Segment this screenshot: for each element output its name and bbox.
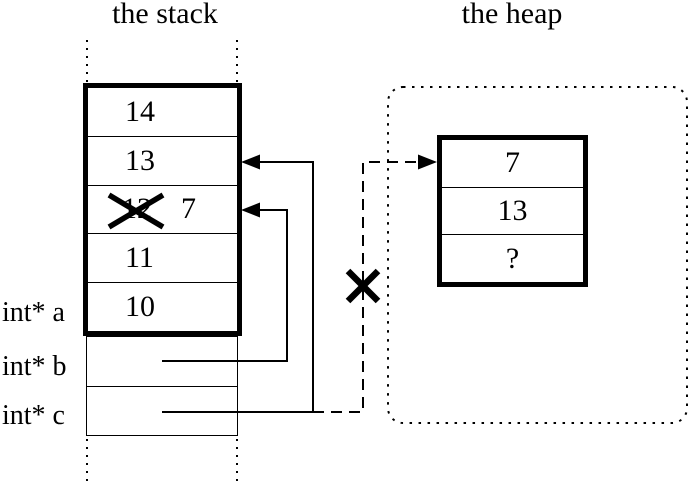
heap-cell-row: 7	[442, 140, 583, 187]
pointer-c-cell	[87, 387, 237, 436]
stack-frame-box: 14 13 12 7 11 10	[83, 83, 242, 336]
stack-cell-value: 10	[125, 290, 155, 324]
dangling-pointer-dashed-arrow	[313, 154, 437, 413]
stack-cell-row: 11	[88, 233, 237, 282]
pointer-b-cell	[87, 337, 237, 387]
pointer-cells-box	[86, 336, 238, 436]
stack-cell-old-value: 12	[122, 192, 152, 226]
heap-cell-value: ?	[505, 241, 520, 275]
stack-cell-new-value: 7	[181, 192, 196, 226]
heap-object-box: 7 13 ?	[437, 135, 588, 287]
pointer-label-b: int* b	[2, 351, 67, 382]
pointer-label-a: int* a	[2, 297, 65, 328]
heap-cell-row: 13	[442, 186, 583, 235]
right-arrowhead-icon	[418, 154, 437, 170]
heap-title: the heap	[461, 0, 563, 30]
stack-cell-row: 14	[88, 88, 237, 136]
stack-cell-value: 11	[125, 241, 154, 275]
stack-cell-row: 10	[88, 282, 237, 331]
heap-cell-value: 7	[505, 146, 520, 180]
heap-cell-value: 13	[497, 194, 528, 227]
left-arrowhead-icon	[241, 154, 260, 170]
stack-cell-row-overwritten: 12 7	[88, 184, 237, 234]
stack-title: the stack	[112, 0, 218, 30]
left-arrowhead-icon	[241, 202, 260, 218]
pointer-label-c: int* c	[2, 400, 65, 431]
stack-cell-value: 13	[125, 143, 155, 177]
freed-memory-x-icon	[345, 268, 381, 304]
stack-cell-row: 13	[88, 135, 237, 185]
stack-cell-value: 14	[125, 94, 155, 128]
heap-cell-row: ?	[442, 234, 583, 282]
